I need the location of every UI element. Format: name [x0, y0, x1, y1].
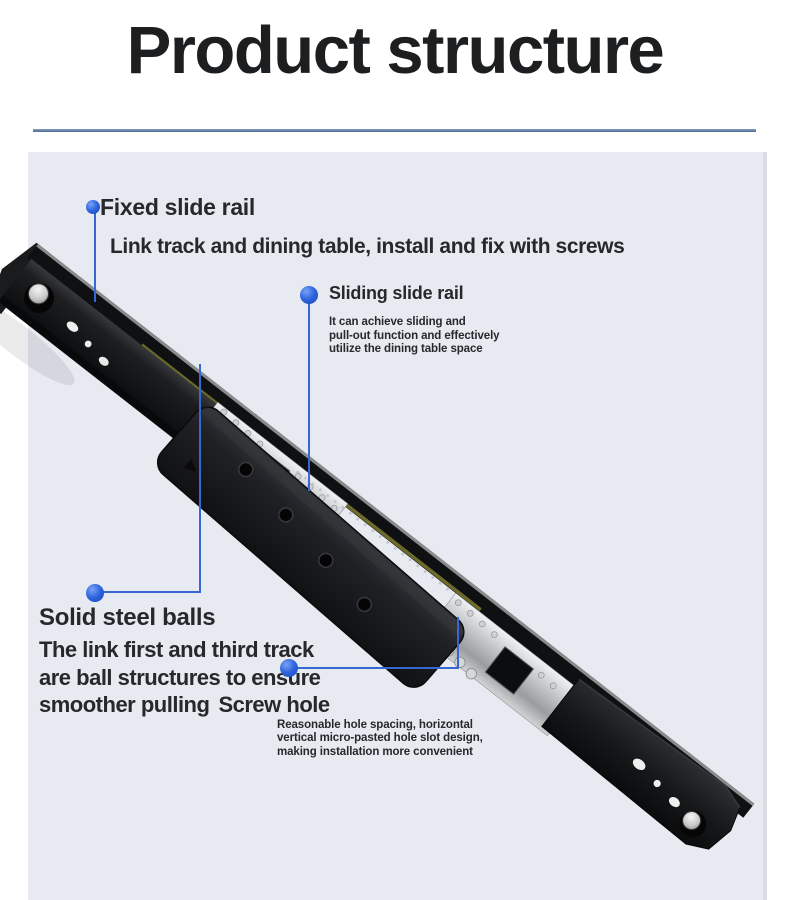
- page-title: Product structure: [126, 13, 665, 88]
- solid-steel-balls-description: The link first and third track are ball …: [39, 636, 330, 719]
- fixed-slide-rail-subtitle: Link track and dining table, install and…: [110, 235, 625, 258]
- fixed-slide-rail-title: Fixed slide rail: [100, 194, 255, 220]
- title-underline: [33, 129, 756, 132]
- sliding-slide-rail-title: Sliding slide rail: [329, 283, 464, 303]
- solid-steel-balls-title: Solid steel balls: [39, 604, 216, 631]
- product-panel: [28, 152, 767, 900]
- screw-hole-description: Reasonable hole spacing, horizontal vert…: [277, 719, 483, 758]
- screw-hole-title: Screw hole: [218, 692, 330, 717]
- steel-balls-line-1: The link first and third track: [39, 637, 314, 662]
- steel-balls-line-3: smoother pulling: [39, 692, 210, 717]
- sliding-slide-rail-description: It can achieve sliding and pull-out func…: [329, 316, 500, 355]
- steel-balls-line-2: are ball structures to ensure: [39, 664, 321, 690]
